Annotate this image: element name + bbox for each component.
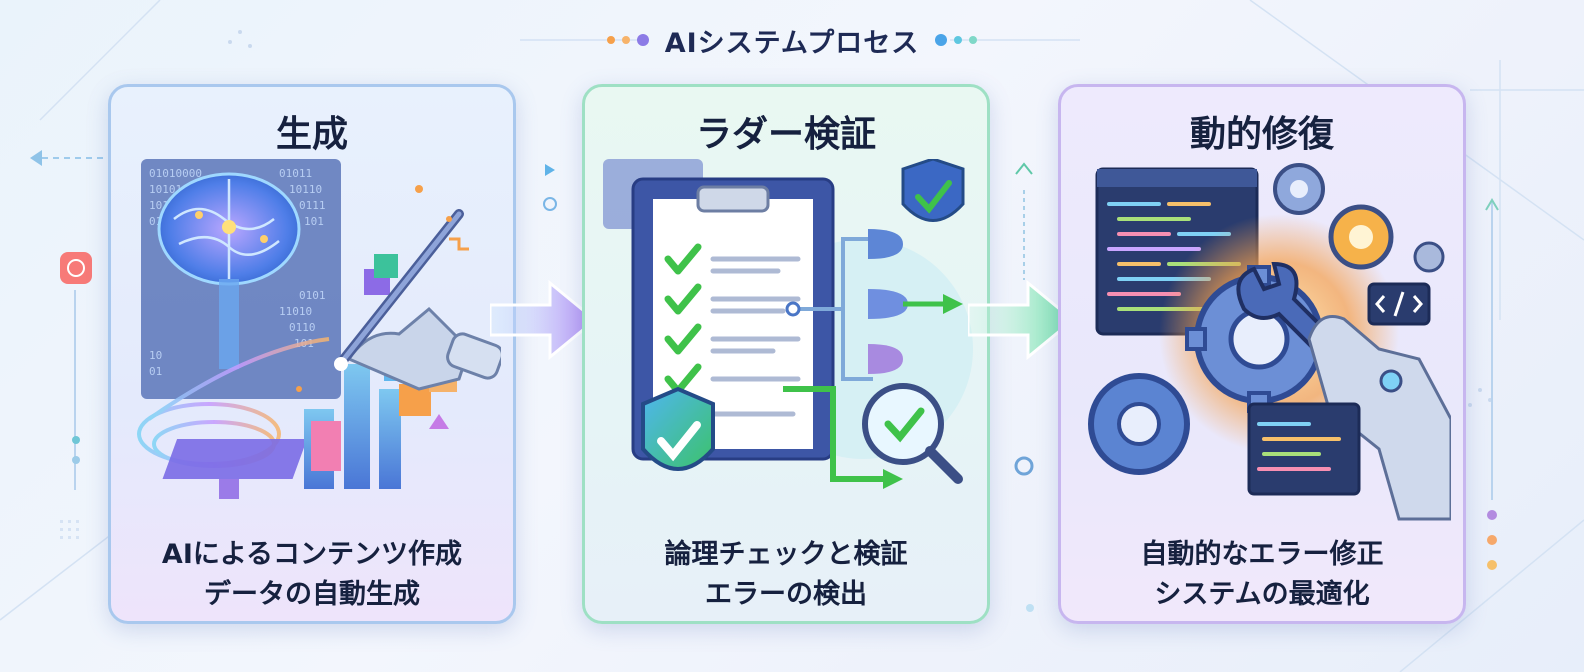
arrow-marker-top-1 (543, 164, 557, 211)
diagram-title: AIシステムプロセス (664, 27, 920, 59)
pen-icon (334, 209, 464, 371)
robot-hand-icon (1307, 315, 1451, 521)
logic-gate-icon (783, 229, 963, 489)
gear-icon (1328, 204, 1394, 270)
code-tag-icon (1367, 282, 1431, 326)
card-ladder-verification: ラダー検証 (582, 84, 990, 624)
card-description: AIによるコンテンツ作成 データの自動生成 (111, 535, 513, 615)
svg-text:11010: 11010 (279, 305, 312, 318)
gear-icon (1273, 163, 1325, 215)
gear-icon (1413, 241, 1445, 273)
card-description: 自動的なエラー修正 システムの最適化 (1061, 535, 1463, 615)
shield-check-icon (901, 159, 965, 222)
repair-illustration (1088, 163, 1451, 521)
flow-arrow-2 (968, 279, 1076, 361)
diagram-header: AIシステムプロセス (0, 20, 1584, 60)
svg-text:0110: 0110 (289, 321, 316, 334)
card-desc-line1: 論理チェックと検証 (664, 539, 908, 570)
shield-check-icon (641, 386, 715, 471)
header-left-dots (606, 34, 649, 46)
svg-text:01011: 01011 (279, 167, 312, 180)
svg-text:101: 101 (304, 215, 324, 228)
bar-chart-icon (162, 364, 401, 489)
svg-text:10110: 10110 (289, 183, 322, 196)
magnifier-check-icon (862, 383, 963, 484)
card-desc-line2: データの自動生成 (204, 579, 420, 610)
svg-text:0111: 0111 (299, 199, 326, 212)
card-desc-line1: 自動的なエラー修正 (1140, 539, 1384, 570)
svg-text:01010000: 01010000 (149, 167, 202, 180)
card-dynamic-repair: 動的修復 (1058, 84, 1466, 624)
gear-icon (1088, 373, 1190, 475)
left-side-decoration (30, 150, 108, 490)
card-desc-line2: システムの最適化 (1154, 579, 1370, 610)
robot-hand-icon (346, 306, 501, 391)
right-side-decoration (1485, 198, 1499, 570)
network-icon (60, 252, 92, 284)
arrow-marker-top-2 (1014, 162, 1034, 476)
card-title: ラダー検証 (695, 114, 876, 155)
card-desc-line1: AIによるコンテンツ作成 (161, 539, 463, 570)
code-window-icon (1247, 402, 1361, 496)
svg-text:10101: 10101 (149, 183, 182, 196)
svg-text:0101: 0101 (299, 289, 326, 302)
svg-text:10: 10 (149, 349, 162, 362)
verification-illustration (603, 159, 973, 489)
card-title: 動的修復 (1189, 114, 1334, 155)
card-title: 生成 (275, 114, 348, 155)
brain-icon (157, 172, 301, 369)
flow-arrow-1 (490, 279, 598, 361)
svg-text:01: 01 (149, 365, 162, 378)
card-description: 論理チェックと検証 エラーの検出 (585, 535, 987, 615)
header-right-dots (935, 34, 978, 46)
card-desc-line2: エラーの検出 (705, 579, 867, 610)
